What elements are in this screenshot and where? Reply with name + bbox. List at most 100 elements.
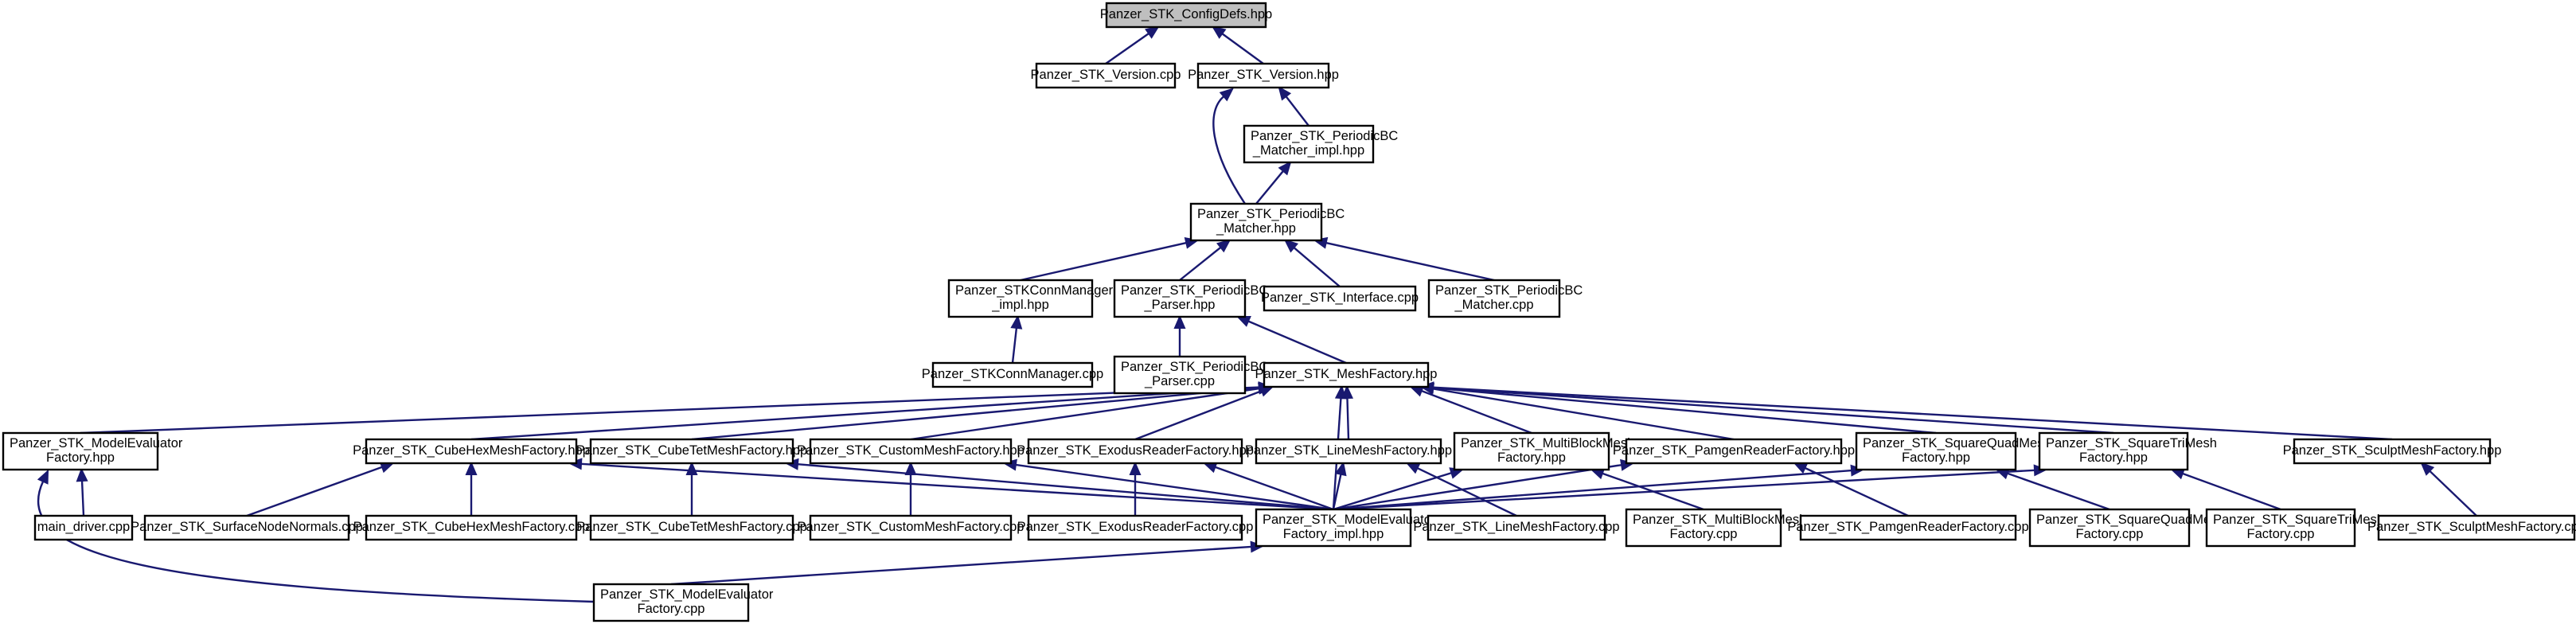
node-label: _impl.hpp [991, 298, 1049, 312]
node-label: Panzer_STK_PeriodicBC [1435, 283, 1583, 298]
node-label: Panzer_STK_PeriodicBC [1121, 283, 1268, 298]
arrowhead [1278, 85, 1292, 101]
node-meshfactory[interactable]: Panzer_STK_MeshFactory.hpp [1255, 361, 1438, 388]
node-label: Factory.cpp [2076, 527, 2144, 541]
node-exodus-hpp[interactable]: Panzer_STK_ExodusReaderFactory.hpp [1017, 438, 1254, 465]
node-pbc-matcher-cpp[interactable]: Panzer_STK_PeriodicBC_Matcher.cpp [1427, 279, 1583, 318]
arrowhead [1219, 88, 1234, 102]
node-mef-impl[interactable]: Panzer_STK_ModelEvaluatorFactory_impl.hp… [1255, 508, 1436, 548]
node-label: Panzer_STK_SquareQuadMesh [1863, 436, 2051, 451]
arrowhead [37, 469, 49, 485]
node-label: Panzer_STK_CubeTetMeshFactory.hpp [576, 443, 807, 458]
edge-connmgr_impl-to-pbc_matcher_hpp [1020, 236, 1200, 282]
node-box [589, 438, 794, 465]
node-box [1255, 438, 1442, 465]
edge-mef_impl-to-cubetet_hpp [784, 458, 1334, 511]
node-label: Panzer_STK_ModelEvaluator [1263, 513, 1436, 527]
arrowhead [1283, 239, 1299, 253]
edge-version_hpp-to-configdefs [1211, 25, 1264, 64]
node-label: Factory.hpp [1902, 451, 1970, 465]
node-connmgr-impl[interactable]: Panzer_STKConnManager_impl.hpp [947, 279, 1114, 318]
node-sculpt-cpp[interactable]: Panzer_STK_SculptMeshFactory.cpp [2367, 514, 2576, 541]
arrowhead [685, 461, 698, 475]
arrowhead [1334, 461, 1347, 477]
node-label: main_driver.cpp [37, 520, 130, 534]
edge-pbc_parser_hpp-to-pbc_matcher_hpp [1179, 239, 1231, 281]
node-label: Panzer_STK_ExodusReaderFactory.cpp [1017, 520, 1254, 534]
node-label: Panzer_STK_PamgenReaderFactory.hpp [1613, 443, 1855, 458]
node-pbc-matcher-impl[interactable]: Panzer_STK_PeriodicBC_Matcher_impl.hpp [1243, 124, 1398, 164]
node-box [1189, 202, 1323, 242]
node-label: Panzer_STK_MultiBlockMesh [1633, 513, 1806, 527]
node-pbc-parser-hpp[interactable]: Panzer_STK_PeriodicBC_Parser.hpp [1113, 279, 1268, 318]
arrowhead [1211, 25, 1227, 39]
edge-squarequad_cpp-to-squarequad_hpp [1994, 467, 2110, 511]
edge-exodus_hpp-to-meshfactory [1134, 385, 1274, 441]
node-box [1027, 514, 1243, 541]
node-line-hpp[interactable]: Panzer_STK_LineMeshFactory.hpp [1245, 438, 1452, 465]
node-box [1263, 285, 1417, 312]
node-box [1799, 514, 2017, 541]
node-box [365, 438, 578, 465]
arrowhead [1405, 462, 1421, 474]
node-label: Panzer_STK_SquareTriMesh [2213, 513, 2384, 527]
node-label: Panzer_STK_CubeHexMeshFactory.hpp [353, 443, 590, 458]
node-cubehex-hpp[interactable]: Panzer_STK_CubeHexMeshFactory.hpp [353, 438, 590, 465]
node-surfnormals[interactable]: Panzer_STK_SurfaceNodeNormals.cpp [131, 514, 363, 541]
node-label: Panzer_STK_CustomMeshFactory.cpp [798, 520, 1025, 534]
edge-pbc_matcher_hpp-to-pbc_matcher_impl [1255, 161, 1292, 205]
node-cubetet-cpp[interactable]: Panzer_STK_CubeTetMeshFactory.cpp [576, 514, 807, 541]
node-connmgr-cpp[interactable]: Panzer_STKConnManager.cpp [922, 361, 1103, 388]
node-version-cpp[interactable]: Panzer_STK_Version.cpp [1031, 62, 1181, 89]
node-box [2028, 508, 2191, 548]
arrowhead [1235, 315, 1251, 327]
node-label: Panzer_STK_CubeHexMeshFactory.cpp [353, 520, 590, 534]
node-label: Panzer_STK_Version.hpp [1188, 68, 1339, 82]
node-label: Panzer_STK_CustomMeshFactory.hpp [797, 443, 1025, 458]
node-custom-cpp[interactable]: Panzer_STK_CustomMeshFactory.cpp [798, 514, 1025, 541]
node-label: Panzer_STK_MeshFactory.hpp [1255, 367, 1438, 381]
node-exodus-cpp[interactable]: Panzer_STK_ExodusReaderFactory.cpp [1017, 514, 1254, 541]
node-label: Factory.hpp [2079, 451, 2148, 465]
edge-mef_impl-to-line_hpp [1332, 461, 1347, 510]
node-box [1625, 438, 1843, 465]
node-interface-cpp[interactable]: Panzer_STK_Interface.cpp [1261, 285, 1419, 312]
node-box [592, 583, 750, 622]
edge-squaretri_cpp-to-squaretri_hpp [2170, 468, 2281, 511]
node-pbc-parser-cpp[interactable]: Panzer_STK_PeriodicBC_Parser.cpp [1113, 355, 1268, 395]
edge-exodus_cpp-to-exodus_hpp [1129, 461, 1142, 516]
node-line-cpp[interactable]: Panzer_STK_LineMeshFactory.cpp [1413, 514, 1620, 541]
node-pbc-matcher-hpp[interactable]: Panzer_STK_PeriodicBC_Matcher.hpp [1189, 202, 1345, 242]
edge-mef_cpp-to-mef_impl [670, 540, 1265, 586]
node-label: _Matcher.cpp [1454, 298, 1533, 312]
node-label: _Parser.cpp [1144, 374, 1215, 388]
node-label: Panzer_STK_ModelEvaluator [600, 587, 774, 602]
node-pamgen-hpp[interactable]: Panzer_STK_PamgenReaderFactory.hpp [1613, 438, 1855, 465]
node-box [1855, 431, 2017, 471]
node-label: Factory.hpp [46, 451, 115, 465]
node-main-driver[interactable]: main_driver.cpp [33, 514, 134, 541]
node-box [1263, 361, 1430, 388]
node-pamgen-cpp[interactable]: Panzer_STK_PamgenReaderFactory.cpp [1787, 514, 2029, 541]
node-box [2, 431, 159, 471]
arrowhead [1216, 239, 1231, 253]
node-cubetet-hpp[interactable]: Panzer_STK_CubeTetMeshFactory.hpp [576, 438, 807, 465]
node-cubehex-cpp[interactable]: Panzer_STK_CubeHexMeshFactory.cpp [353, 514, 590, 541]
node-sculpt-hpp[interactable]: Panzer_STK_SculptMeshFactory.hpp [2283, 438, 2502, 465]
node-version-hpp[interactable]: Panzer_STK_Version.hpp [1188, 62, 1339, 89]
arrowhead [1278, 161, 1292, 176]
arrowhead [465, 461, 478, 475]
node-label: Panzer_STK_Version.cpp [1031, 68, 1181, 82]
node-custom-hpp[interactable]: Panzer_STK_CustomMeshFactory.hpp [797, 438, 1025, 465]
node-configdefs[interactable]: Panzer_STK_ConfigDefs.hpp [1100, 2, 1272, 29]
